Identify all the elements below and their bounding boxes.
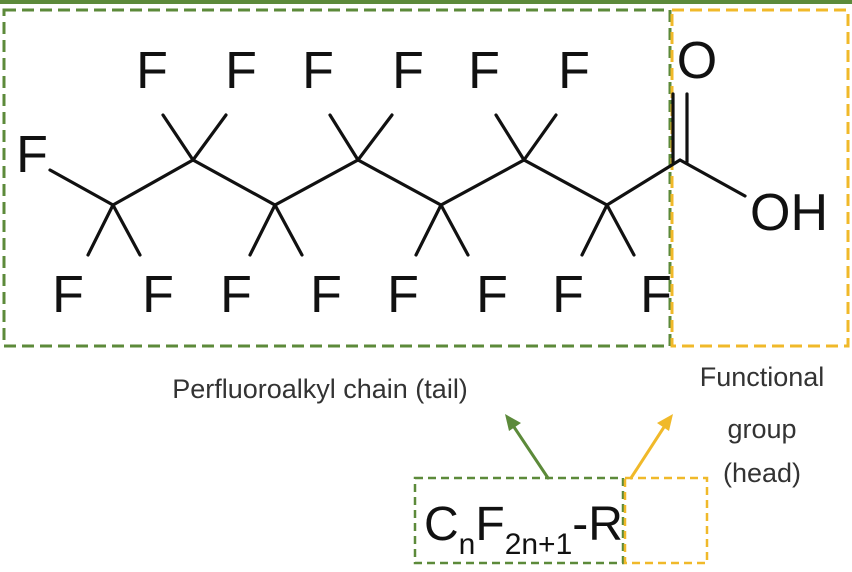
head-region-box: [670, 8, 850, 348]
formula-subscript-n: n: [459, 528, 476, 561]
bond-c2-f-up-left: [161, 113, 195, 162]
bond-c4-f-up-right: [356, 113, 394, 162]
fluorine-atom: F: [387, 266, 419, 324]
tail-arrow-shaft: [510, 422, 550, 480]
fluorine-atom: F: [558, 42, 590, 100]
fluorine-atom: F: [640, 266, 672, 324]
formula-head-box: [623, 476, 709, 565]
bond-c2-f-up-right: [191, 113, 228, 162]
fluorine-atom: F: [16, 126, 48, 184]
fluorine-atom: F: [476, 266, 508, 324]
hydroxyl-group: OH: [750, 184, 828, 242]
bond-c-oh: [678, 158, 747, 198]
fluorine-atom: F: [302, 42, 334, 100]
bond-c3-f-down-right: [273, 203, 304, 257]
fluorine-atom: F: [142, 266, 174, 324]
fluorine-atom: F: [552, 266, 584, 324]
fluorine-atom: F: [220, 266, 252, 324]
bond-c3-f-down-left: [248, 203, 277, 257]
fluorine-atom: F: [52, 266, 84, 324]
molecule-atoms: F F F F F F F F F F F F F F F O OH: [16, 32, 828, 324]
pointer-arrows: [505, 414, 673, 480]
bond-c1-f-left: [48, 168, 115, 207]
head-caption-line-1: Functional: [700, 362, 825, 392]
general-formula: CnF2n+1-R: [424, 498, 623, 561]
top-border-strip: [0, 0, 852, 4]
bond-c1-f-down-left: [86, 203, 115, 257]
formula-r-group: -R: [572, 498, 623, 551]
bond-c5-f-down-left: [414, 203, 443, 257]
bond-c7-f-down-left: [580, 203, 609, 257]
fluorine-atom: F: [310, 266, 342, 324]
bond-c6-f-up-right: [522, 113, 558, 162]
formula-fluorine: F: [475, 498, 504, 551]
bond-c4-f-up-left: [328, 113, 360, 162]
head-caption-line-2: group: [727, 414, 796, 444]
tail-region-box: [2, 8, 672, 348]
head-caption-line-3: (head): [723, 458, 801, 488]
bond-c1-f-down-right: [111, 203, 142, 257]
bond-c6-f-up-left: [494, 113, 526, 162]
molecule-bonds: [48, 92, 747, 257]
head-arrow-shaft: [629, 422, 668, 480]
fluorine-atom: F: [468, 42, 500, 100]
bond-c5-f-down-right: [439, 203, 470, 257]
head-arrowhead: [657, 414, 673, 431]
fluorine-atom: F: [392, 42, 424, 100]
tail-arrowhead: [505, 414, 521, 431]
fluorine-atom: F: [225, 42, 257, 100]
formula-carbon: C: [424, 498, 459, 551]
oxygen-atom: O: [677, 32, 717, 90]
fluorine-atom: F: [136, 42, 168, 100]
carbon-backbone: [111, 158, 682, 207]
tail-caption: Perfluoroalkyl chain (tail): [172, 374, 468, 404]
formula-tail-box: [413, 476, 625, 565]
bond-c7-f-down-right: [605, 203, 636, 257]
formula-subscript-2n1: 2n+1: [505, 528, 573, 561]
